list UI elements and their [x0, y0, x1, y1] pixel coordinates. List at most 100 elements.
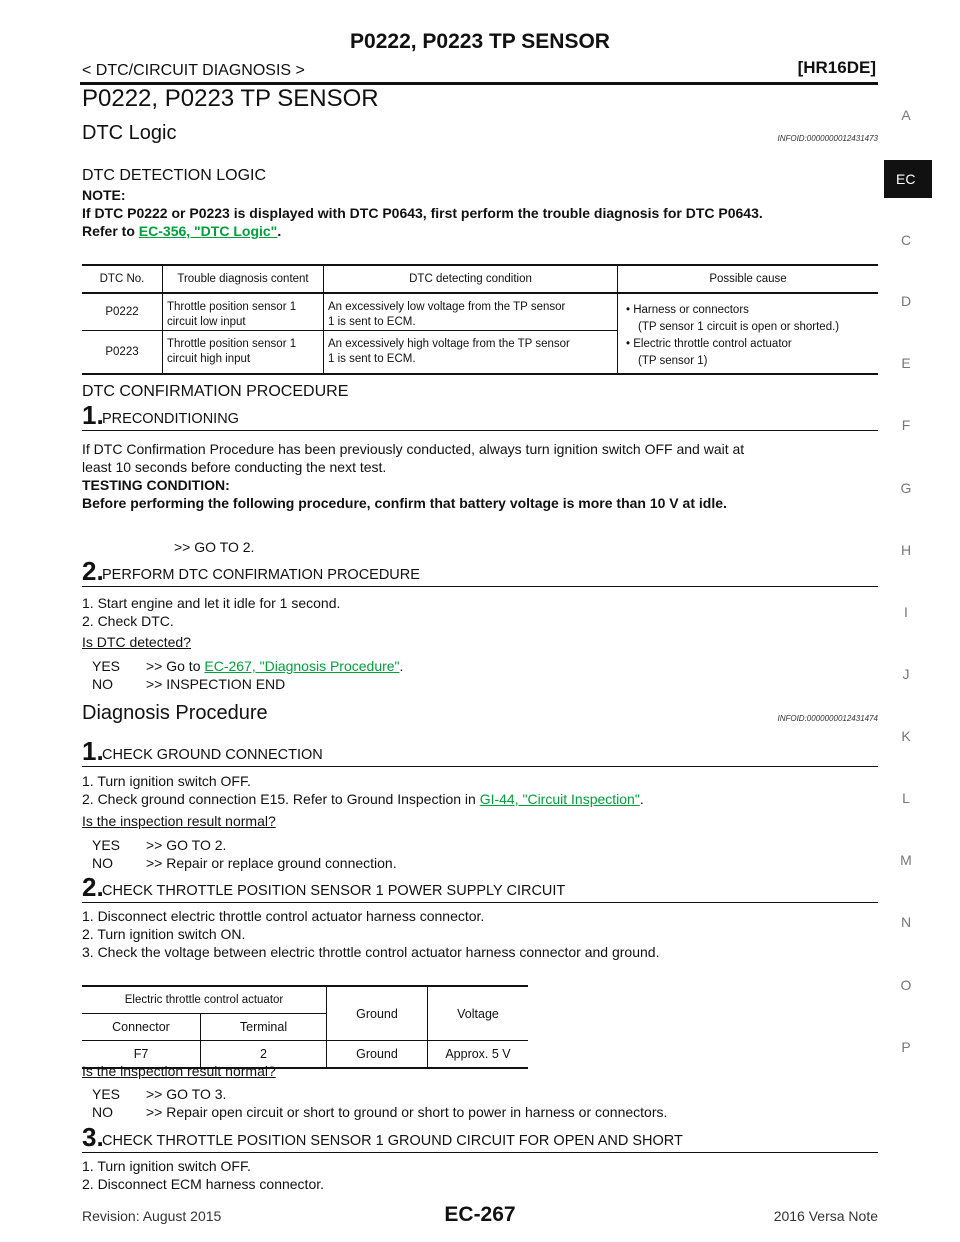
table-row: P0223 Throttle position sensor 1 circuit…: [82, 330, 878, 375]
answer-yes: >> Go to EC-267, "Diagnosis Procedure".: [146, 657, 846, 675]
side-index-active-tab[interactable]: EC: [884, 160, 932, 198]
content-line: circuit low input: [167, 316, 246, 328]
step-title: PRECONDITIONING: [102, 411, 239, 427]
testing-condition-label: TESTING CONDITION:: [82, 477, 230, 493]
note-refer: Refer to EC-356, "DTC Logic".: [82, 222, 882, 240]
cell-dtc-p0223: P0223: [82, 330, 163, 375]
th-actuator-group: Electric throttle control actuator: [82, 985, 327, 1014]
page-title: P0222, P0223 TP SENSOR: [82, 85, 379, 112]
detection-logic-heading: DTC DETECTION LOGIC: [82, 167, 267, 184]
cell-content-p0223: Throttle position sensor 1 circuit high …: [162, 330, 324, 375]
link-ec-267-diagnosis[interactable]: EC-267, "Diagnosis Procedure": [204, 658, 400, 674]
step-2-check-power-supply: 2. CHECK THROTTLE POSITION SENSOR 1 POWE…: [82, 874, 878, 903]
breadcrumb: < DTC/CIRCUIT DIAGNOSIS >: [82, 62, 305, 79]
side-index-p[interactable]: P: [901, 1039, 911, 1055]
step-number: 2.: [82, 872, 104, 902]
side-index-h[interactable]: H: [900, 542, 912, 558]
side-index-a[interactable]: A: [901, 107, 911, 123]
th-possible-cause: Possible cause: [617, 264, 878, 294]
footer-revision: Revision: August 2015: [82, 1208, 222, 1224]
step-3-check-ground-circuit: 3. CHECK THROTTLE POSITION SENSOR 1 GROU…: [82, 1124, 878, 1153]
th-trouble-content: Trouble diagnosis content: [162, 264, 324, 294]
side-index-g[interactable]: G: [900, 480, 912, 496]
cell-dtc-p0222: P0222: [82, 293, 163, 331]
cell-terminal: 2: [200, 1040, 327, 1069]
step-number: 1.: [82, 736, 104, 766]
list-end: .: [639, 791, 644, 807]
answer-yes: >> GO TO 2.: [146, 837, 227, 853]
list-item: 2. Disconnect ECM harness connector.: [82, 1176, 325, 1192]
footer-page-number: EC-267: [444, 1203, 516, 1226]
cell-possible-cause: • Harness or connectors (TP sensor 1 cir…: [617, 293, 878, 375]
step-number: 3.: [82, 1122, 104, 1152]
table-row: P0222 Throttle position sensor 1 circuit…: [82, 293, 878, 375]
cause-item: • Harness or connectors (TP sensor 1 cir…: [626, 303, 874, 335]
list-item: 2. Check ground connection E15. Refer to…: [82, 790, 882, 808]
cell-condition-p0223: An excessively high voltage from the TP …: [323, 330, 618, 375]
content-line: Throttle position sensor 1: [167, 301, 297, 313]
question-dtc-detected: Is DTC detected?: [82, 634, 191, 650]
list-item: 1. Turn ignition switch OFF.: [82, 773, 251, 789]
side-index-f[interactable]: F: [901, 417, 911, 433]
goto-2: >> GO TO 2.: [174, 539, 255, 555]
step-title: CHECK THROTTLE POSITION SENSOR 1 POWER S…: [102, 883, 566, 899]
engine-code: [HR16DE]: [797, 58, 876, 77]
cause-line: • Harness or connectors: [626, 303, 749, 316]
side-index-n[interactable]: N: [900, 914, 912, 930]
side-index-d[interactable]: D: [900, 293, 912, 309]
side-index-j[interactable]: J: [902, 666, 910, 682]
step-title: CHECK GROUND CONNECTION: [102, 747, 323, 763]
cell-condition-p0222: An excessively low voltage from the TP s…: [323, 293, 618, 331]
running-title: P0222, P0223 TP SENSOR: [350, 30, 610, 53]
step-title: PERFORM DTC CONFIRMATION PROCEDURE: [102, 567, 420, 583]
list-item: 1. Turn ignition switch OFF.: [82, 1158, 251, 1174]
side-index-k[interactable]: K: [901, 728, 911, 744]
answer-yes-label: YES: [92, 1086, 121, 1102]
step-1-check-ground: 1. CHECK GROUND CONNECTION: [82, 738, 878, 767]
note-link-ec-356[interactable]: EC-356, "DTC Logic": [138, 223, 278, 239]
dtc-logic-heading: DTC Logic: [82, 122, 177, 144]
note-label: NOTE:: [82, 187, 126, 203]
side-index-c[interactable]: C: [900, 232, 912, 248]
list-item: 2. Turn ignition switch ON.: [82, 926, 246, 942]
header-rule: [80, 82, 878, 85]
note-text: If DTC P0222 or P0223 is displayed with …: [82, 205, 763, 221]
answer-no-label: NO: [92, 1104, 113, 1120]
cause-item: • Electric throttle control actuator (TP…: [626, 337, 874, 369]
precondition-text-1: If DTC Confirmation Procedure has been p…: [82, 441, 745, 457]
step-1-preconditioning: 1. PRECONDITIONING: [82, 402, 878, 431]
step-2-perform-confirmation: 2. PERFORM DTC CONFIRMATION PROCEDURE: [82, 558, 878, 587]
side-index-i[interactable]: I: [904, 604, 908, 620]
cell-content-p0222: Throttle position sensor 1 circuit low i…: [162, 293, 324, 331]
cell-ground: Ground: [326, 1040, 428, 1069]
dtc-detection-table: DTC No. Trouble diagnosis content DTC de…: [82, 264, 878, 375]
answer-text: >> Go to: [146, 658, 201, 674]
condition-line: 1 is sent to ECM.: [328, 353, 416, 365]
link-gi-44[interactable]: GI-44, "Circuit Inspection": [479, 791, 640, 807]
th-voltage: Voltage: [427, 985, 528, 1041]
list-item: 1. Disconnect electric throttle control …: [82, 908, 485, 924]
side-index-o[interactable]: O: [900, 977, 912, 993]
diagnosis-infoid: INFOID:0000000012431474: [777, 714, 878, 723]
answer-yes: >> GO TO 3.: [146, 1086, 227, 1102]
answer-no: >> INSPECTION END: [146, 676, 286, 692]
side-index-l[interactable]: L: [902, 790, 910, 806]
cell-connector: F7: [82, 1040, 201, 1069]
content-line: Throttle position sensor 1: [167, 338, 297, 350]
step-number: 1.: [82, 400, 104, 430]
list-text: 2. Check ground connection E15. Refer to…: [82, 791, 476, 807]
step-number: 2.: [82, 556, 104, 586]
condition-line: 1 is sent to ECM.: [328, 316, 416, 328]
precondition-text-2: least 10 seconds before conducting the n…: [82, 459, 387, 475]
side-index-e[interactable]: E: [901, 355, 911, 371]
condition-line: An excessively high voltage from the TP …: [328, 338, 570, 350]
side-index-m[interactable]: M: [900, 852, 912, 868]
confirmation-heading: DTC CONFIRMATION PROCEDURE: [82, 383, 349, 400]
answer-no-label: NO: [92, 676, 113, 692]
testing-condition-text: Before performing the following procedur…: [82, 495, 727, 511]
list-item: 1. Start engine and let it idle for 1 se…: [82, 595, 341, 611]
list-item: 2. Check DTC.: [82, 613, 174, 629]
th-detecting-condition: DTC detecting condition: [323, 264, 618, 294]
table-row: F7 2 Ground Approx. 5 V: [82, 1040, 528, 1069]
content-line: circuit high input: [167, 353, 251, 365]
